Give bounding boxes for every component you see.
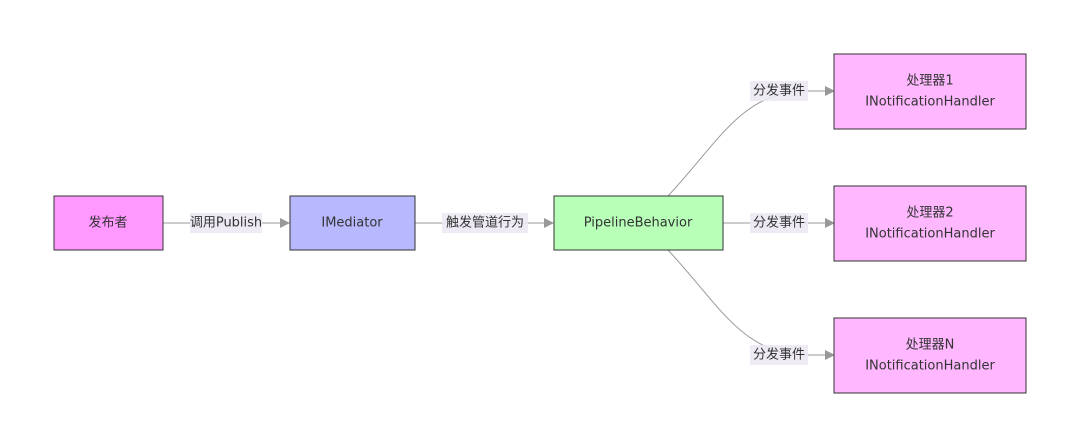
edge-dispatch-1-label: 分发事件 bbox=[753, 83, 805, 99]
node-pipeline-label: PipelineBehavior bbox=[584, 216, 693, 231]
nodes: 发布者 IMediator PipelineBehavior 处理器1 INot… bbox=[53, 53, 1027, 394]
node-handler-2-box bbox=[833, 185, 1027, 262]
edges: 调用Publish 触发管道行为 分发事件 分发事件 分发事件 bbox=[163, 81, 835, 365]
node-publisher[interactable]: 发布者 bbox=[53, 195, 164, 251]
edge-dispatch-1: 分发事件 bbox=[667, 81, 835, 197]
node-handler-1[interactable]: 处理器1 INotificationHandler bbox=[833, 53, 1027, 130]
node-pipeline-box bbox=[553, 195, 724, 251]
edge-publish: 调用Publish bbox=[163, 213, 290, 233]
node-handler-n[interactable]: 处理器N INotificationHandler bbox=[833, 317, 1027, 394]
node-handler-2-type: INotificationHandler bbox=[865, 227, 995, 242]
edge-dispatch-2-label-bg bbox=[750, 213, 808, 233]
edge-publish-label-bg bbox=[190, 213, 262, 233]
node-mediator-label: IMediator bbox=[321, 216, 383, 231]
edge-dispatch-n-label-bg bbox=[750, 345, 808, 365]
edge-trigger-label: 触发管道行为 bbox=[446, 215, 524, 231]
node-pipeline[interactable]: PipelineBehavior bbox=[553, 195, 724, 251]
edge-dispatch-2: 分发事件 bbox=[723, 213, 835, 233]
node-handler-1-box bbox=[833, 53, 1027, 130]
node-handler-n-title: 处理器N bbox=[906, 338, 955, 353]
edge-trigger-label-bg bbox=[442, 213, 528, 233]
edge-dispatch-1-label-bg bbox=[750, 81, 808, 101]
node-publisher-box bbox=[53, 195, 164, 251]
node-mediator-box bbox=[289, 195, 416, 251]
edge-publish-label: 调用Publish bbox=[190, 216, 262, 231]
edge-dispatch-n: 分发事件 bbox=[667, 249, 835, 365]
node-handler-n-box bbox=[833, 317, 1027, 394]
edge-dispatch-1-line bbox=[667, 86, 835, 197]
node-handler-n-type: INotificationHandler bbox=[865, 359, 995, 374]
node-handler-2-title: 处理器2 bbox=[906, 206, 953, 221]
edge-dispatch-n-label: 分发事件 bbox=[753, 347, 805, 363]
node-handler-1-type: INotificationHandler bbox=[865, 95, 995, 110]
node-handler-1-title: 处理器1 bbox=[906, 74, 953, 89]
node-handler-2[interactable]: 处理器2 INotificationHandler bbox=[833, 185, 1027, 262]
node-publisher-label: 发布者 bbox=[88, 215, 127, 231]
edge-trigger: 触发管道行为 bbox=[415, 213, 554, 233]
edge-dispatch-n-line bbox=[667, 249, 835, 360]
edge-dispatch-2-label: 分发事件 bbox=[753, 215, 805, 231]
node-mediator[interactable]: IMediator bbox=[289, 195, 416, 251]
